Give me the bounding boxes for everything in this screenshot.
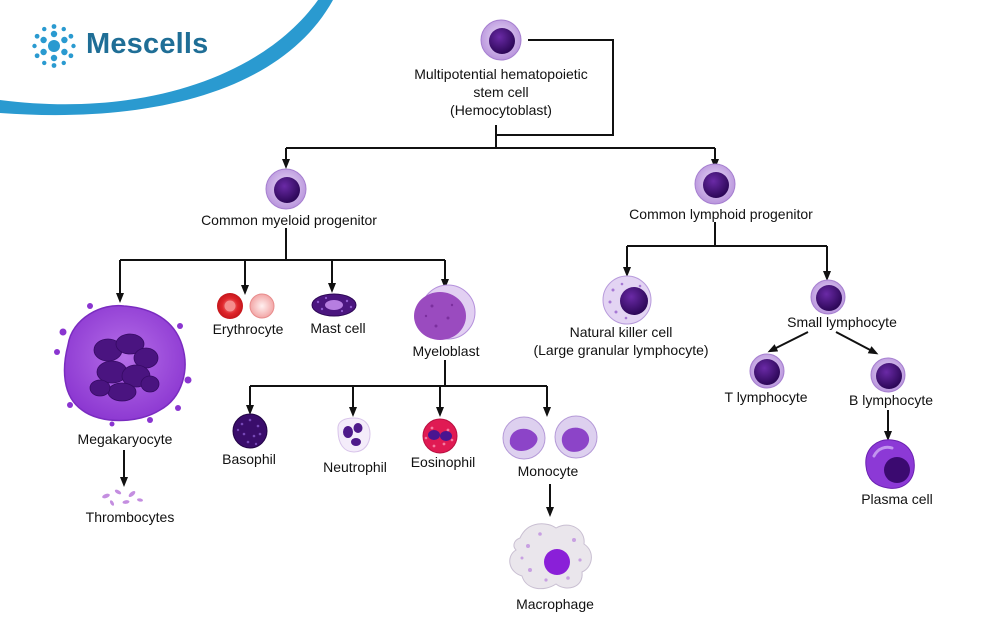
basophil-icon (232, 413, 268, 449)
stem-cell-icon (480, 19, 522, 61)
monocyte-icon (502, 415, 598, 460)
basophil-label: Basophil (222, 451, 276, 467)
stem-cell-label-line-1: Multipotential hematopoietic (414, 66, 588, 82)
mast-cell-icon (311, 293, 357, 317)
myeloblast-label: Myeloblast (412, 343, 480, 359)
header-swoosh (0, 0, 333, 116)
brand-logo-text: Mescells (86, 28, 209, 60)
myeloid-progenitor-label: Common myeloid progenitor (201, 212, 377, 228)
plasma-cell-icon (865, 439, 915, 489)
t-lymphocyte-icon (749, 353, 785, 389)
macrophage-icon (509, 523, 592, 590)
nk-cell-icon (602, 275, 652, 325)
connector-stem (496, 39, 614, 136)
b-lymphocyte-label: B lymphocyte (848, 392, 934, 408)
stem-cell-label-line-3: (Hemocytoblast) (450, 102, 552, 118)
arrow-to-b-lymphocyte (835, 331, 879, 355)
macrophage-label: Macrophage (516, 596, 594, 612)
small-lymphocyte-icon (810, 279, 846, 315)
mescells-logo-icon (32, 24, 76, 68)
eosinophil-icon (422, 418, 458, 454)
monocyte-label: Monocyte (517, 463, 579, 479)
plasma-cell-label: Plasma cell (861, 491, 933, 507)
lymphoid-progenitor-icon (694, 163, 736, 205)
stem-cell-label-line-2: stem cell (473, 84, 529, 100)
nk-cell-label-line-1: Natural killer cell (569, 324, 673, 340)
megakaryocyte-label: Megakaryocyte (77, 431, 173, 447)
stem-cell-label: Multipotential hematopoietic stem cell (… (414, 65, 588, 119)
erythrocyte-icon (217, 293, 275, 319)
thrombocytes-icon (102, 489, 143, 506)
arrow-to-t-lymphocyte (767, 331, 809, 353)
erythrocyte-label: Erythrocyte (212, 321, 284, 337)
thrombocytes-label: Thrombocytes (85, 509, 175, 525)
lymphoid-progenitor-label: Common lymphoid progenitor (629, 206, 813, 222)
nk-cell-label: Natural killer cell (Large granular lymp… (533, 323, 708, 359)
b-lymphocyte-icon (870, 357, 906, 393)
myeloblast-icon (414, 284, 476, 340)
neutrophil-icon (337, 417, 371, 453)
nk-cell-label-line-2: (Large granular lymphocyte) (533, 342, 709, 358)
neutrophil-label: Neutrophil (323, 459, 387, 475)
connectors (116, 39, 892, 517)
t-lymphocyte-label: T lymphocyte (724, 389, 808, 405)
mast-cell-label: Mast cell (310, 320, 366, 336)
megakaryocyte-icon (54, 303, 192, 427)
small-lymphocyte-label: Small lymphocyte (787, 314, 897, 330)
myeloid-progenitor-icon (265, 168, 307, 210)
eosinophil-label: Eosinophil (410, 454, 476, 470)
